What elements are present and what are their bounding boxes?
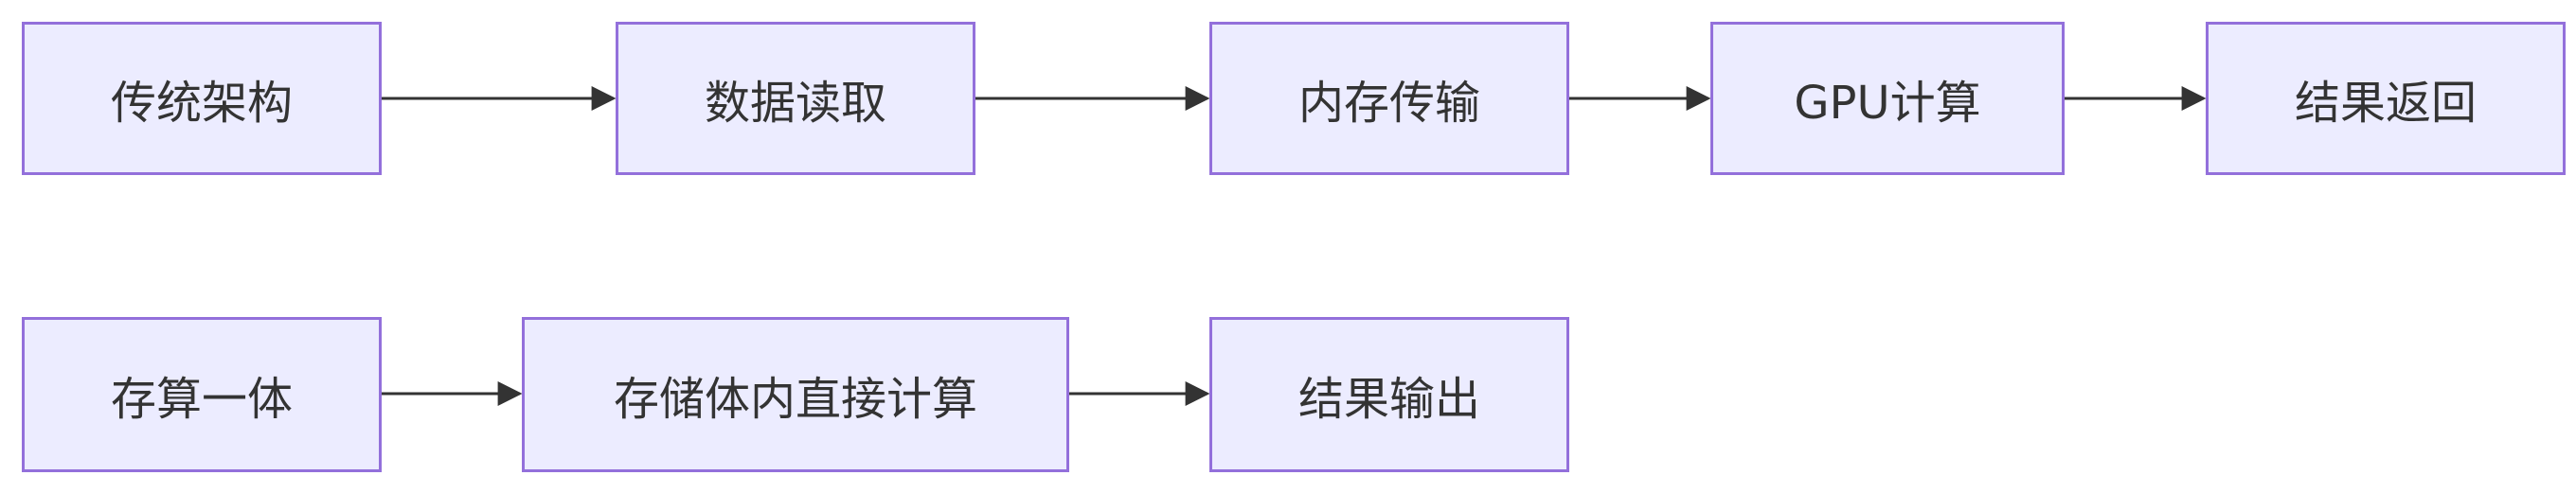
- node-label: 结果返回: [2294, 77, 2477, 130]
- node-label: 结果输出: [1297, 373, 1480, 426]
- node-label: GPU计算: [1794, 77, 1981, 130]
- node-label: 存储体内直接计算: [613, 373, 977, 426]
- node-result-return: 结果返回: [2206, 22, 2566, 175]
- node-result-output: 结果输出: [1209, 317, 1569, 472]
- node-memory-transfer: 内存传输: [1209, 22, 1569, 175]
- node-compute-in-memory: 存算一体: [22, 317, 382, 472]
- node-in-memory-direct-compute: 存储体内直接计算: [522, 317, 1069, 472]
- node-label: 内存传输: [1297, 77, 1480, 130]
- node-label: 存算一体: [110, 373, 293, 426]
- node-label: 数据读取: [704, 77, 886, 130]
- node-data-read: 数据读取: [616, 22, 975, 175]
- node-traditional-architecture: 传统架构: [22, 22, 382, 175]
- node-label: 传统架构: [110, 77, 293, 130]
- node-gpu-compute: GPU计算: [1710, 22, 2065, 175]
